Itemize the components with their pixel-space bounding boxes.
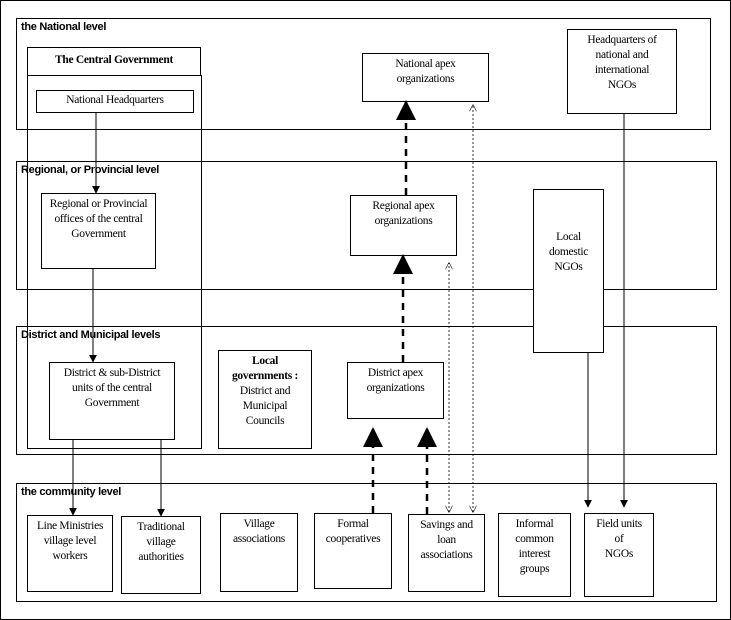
informal-line-3: interest <box>518 548 551 560</box>
regional-level-band: Regional, or Provincial level <box>16 161 717 290</box>
line-ministries-box: Line Ministries village level workers <box>27 515 113 592</box>
national-apex-line-2: organizations <box>396 73 455 85</box>
formal-cooperatives-box: Formal cooperatives <box>314 513 392 589</box>
field-units-line-3: NGOs <box>604 548 634 560</box>
informal-line-1: Informal <box>515 518 554 530</box>
savings-loan-box: Savings and loan associations <box>408 514 485 592</box>
local-ngos-line-3: NGOs <box>554 261 583 273</box>
district-level-title: District and Municipal levels <box>19 329 163 341</box>
community-level-title: the community level <box>19 486 124 498</box>
village-associations-box: Village associations <box>220 513 298 592</box>
regional-apex-line-1: Regional apex <box>372 200 435 212</box>
ngo-headquarters-box: Headquarters of national and internation… <box>567 29 677 114</box>
traditional-line-3: authorities <box>138 551 184 563</box>
local-ngos-line-2: domestic <box>548 246 589 258</box>
informal-groups-box: Informal common interest groups <box>498 513 571 597</box>
district-units-box: District & sub-District units of the cen… <box>49 362 175 440</box>
district-units-line-1: District & sub-District <box>63 367 161 379</box>
local-governments-line-3: Councils <box>245 415 285 427</box>
local-governments-box: Local governments : District and Municip… <box>218 350 312 449</box>
traditional-line-1: Traditional <box>137 521 185 533</box>
regional-apex-box: Regional apex organizations <box>350 195 457 256</box>
district-apex-box: District apex organizations <box>347 362 444 419</box>
informal-line-2: common <box>515 533 554 545</box>
national-level-title: the National level <box>19 21 109 33</box>
national-apex-line-1: National apex <box>395 58 456 70</box>
field-units-line-1: Field units <box>596 518 642 530</box>
regional-offices-line-1: Regional or Provincial <box>49 198 148 210</box>
local-governments-title: Local <box>252 355 278 367</box>
formal-coops-line-1: Formal <box>337 518 369 530</box>
local-governments-line-2: Municipal <box>242 400 288 412</box>
district-apex-line-1: District apex <box>367 367 424 379</box>
local-governments-title-2: governments : <box>231 370 299 382</box>
national-headquarters-box: National Headquarters <box>36 90 194 113</box>
local-governments-line-1: District and <box>239 385 291 397</box>
savings-line-1: Savings and <box>420 519 473 531</box>
ngo-hq-line-2: national and <box>595 49 649 61</box>
regional-offices-box: Regional or Provincial offices of the ce… <box>41 193 156 269</box>
ngo-hq-line-4: NGOs <box>607 79 637 91</box>
central-government-title: The Central Government <box>55 54 173 66</box>
traditional-authorities-box: Traditional village authorities <box>121 516 201 594</box>
regional-level-title: Regional, or Provincial level <box>19 164 162 176</box>
line-ministries-line-1: Line Ministries <box>36 520 104 532</box>
informal-line-4: groups <box>519 563 550 575</box>
village-assoc-line-1: Village <box>243 518 275 530</box>
district-units-line-3: Government <box>84 397 140 409</box>
local-ngos-line-1: Local <box>556 231 581 243</box>
national-level-band: the National level <box>16 18 711 130</box>
savings-line-3: associations <box>420 549 473 561</box>
line-ministries-line-2: village level <box>43 535 97 547</box>
national-apex-box: National apex organizations <box>362 53 489 102</box>
village-assoc-line-2: associations <box>233 533 285 545</box>
field-units-ngos-box: Field units of NGOs <box>584 513 654 597</box>
district-level-band: District and Municipal levels <box>16 326 717 455</box>
local-domestic-ngos-box: Local domestic NGOs <box>533 189 604 353</box>
ngo-hq-line-3: international <box>594 64 650 76</box>
savings-line-2: loan <box>437 534 456 546</box>
community-level-band: the community level <box>16 483 717 602</box>
district-units-line-2: units of the central <box>72 382 152 394</box>
regional-offices-line-3: Government <box>71 228 126 240</box>
regional-offices-line-2: offices of the central <box>54 213 143 225</box>
ngo-hq-line-1: Headquarters of <box>587 34 657 46</box>
field-units-line-2: of <box>614 533 624 545</box>
formal-coops-line-2: cooperatives <box>325 533 381 545</box>
central-government-title-box: The Central Government <box>27 47 201 76</box>
regional-apex-line-2: organizations <box>374 215 433 227</box>
district-apex-line-2: organizations <box>366 382 425 394</box>
line-ministries-line-3: workers <box>52 550 88 562</box>
traditional-line-2: village <box>146 536 176 548</box>
national-headquarters-label: National Headquarters <box>66 94 164 106</box>
